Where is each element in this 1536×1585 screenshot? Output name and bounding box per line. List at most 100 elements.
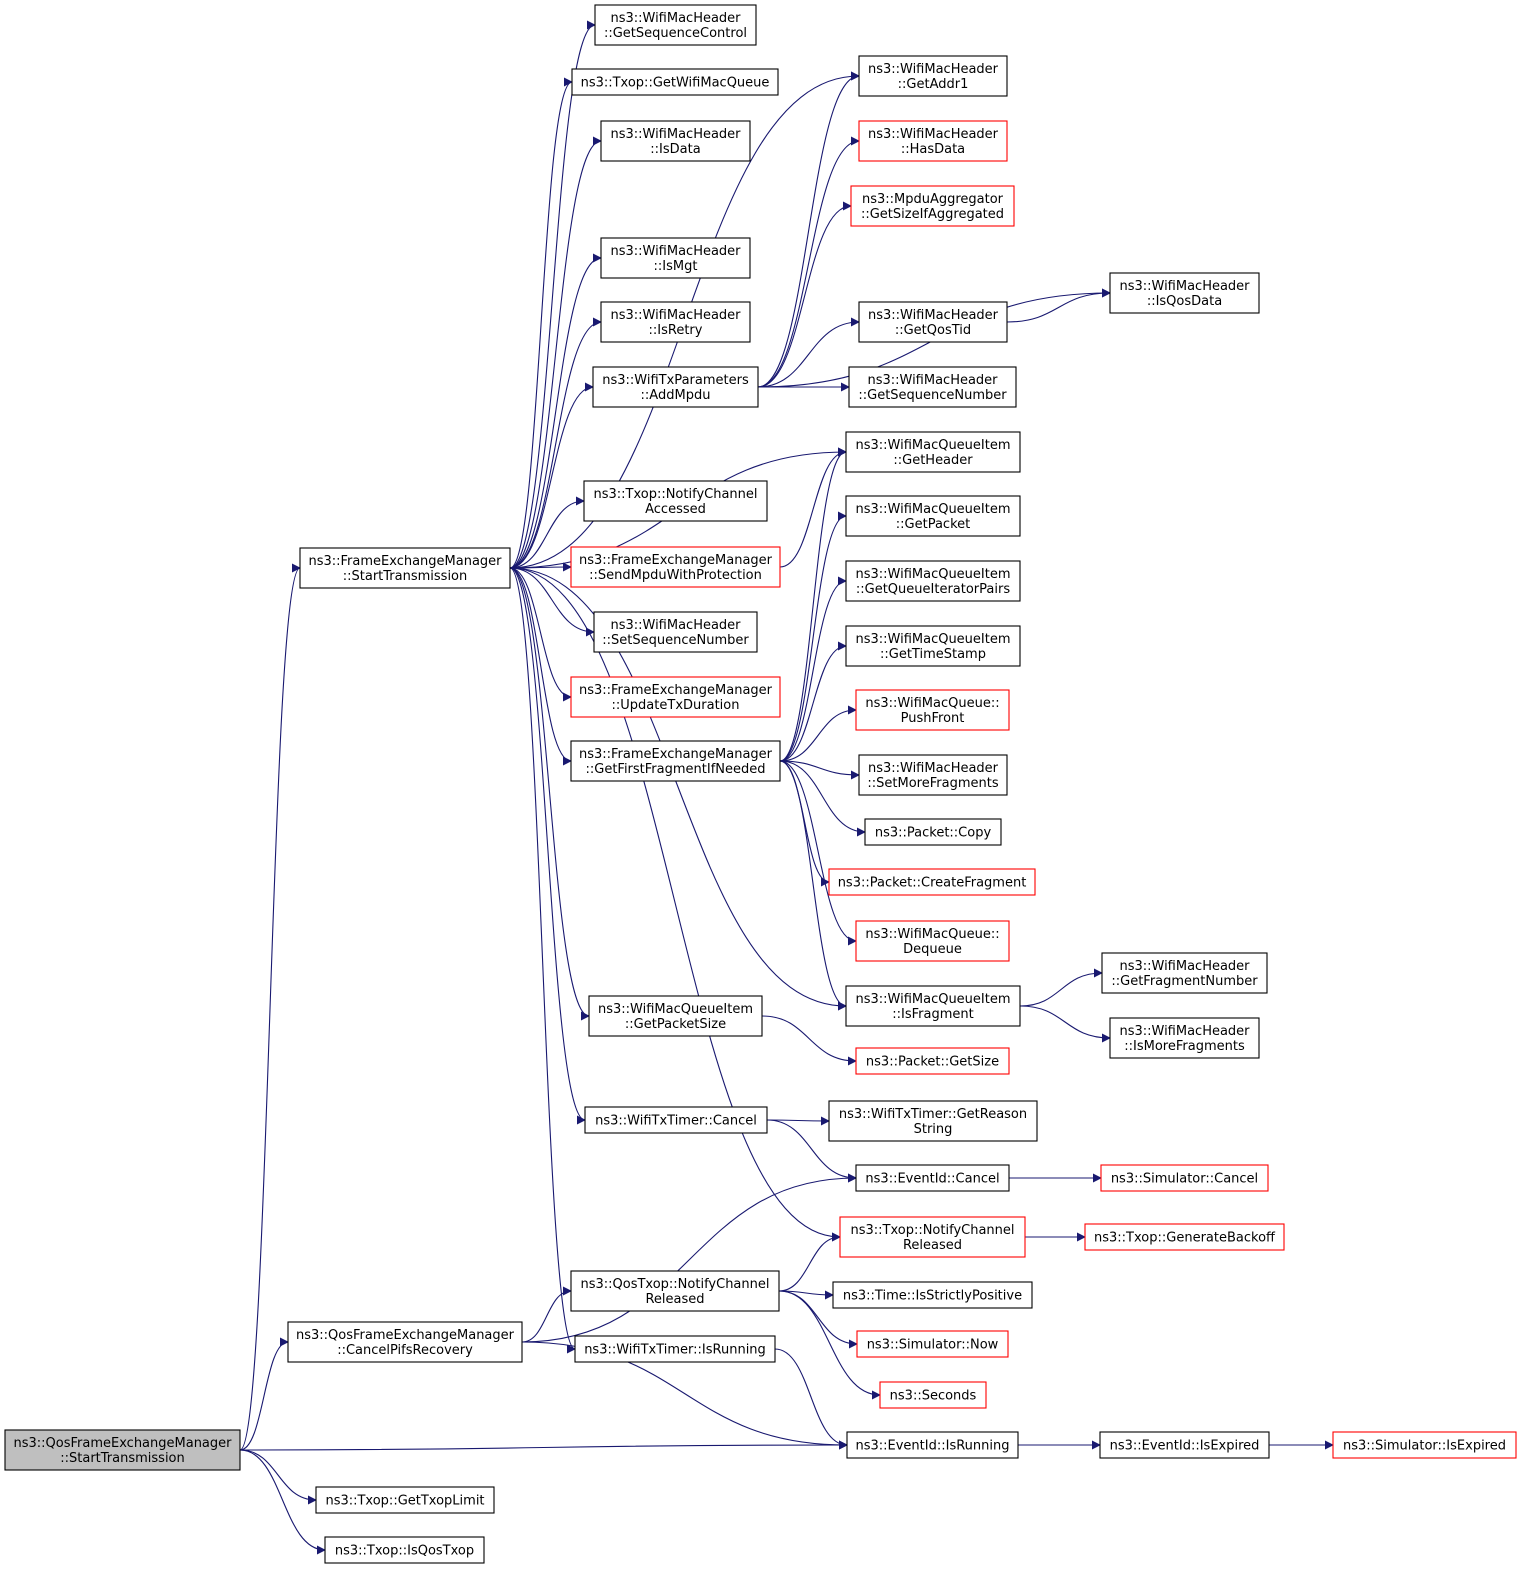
function-node-sim-is-expired[interactable]: ns3::Simulator::IsExpired bbox=[1332, 1431, 1517, 1459]
function-node-txop-get-wifi-mac-queue[interactable]: ns3::Txop::GetWifiMacQueue bbox=[571, 68, 779, 96]
node-box bbox=[324, 1536, 485, 1564]
function-node-fem-update-tx-dur[interactable]: ns3::FrameExchangeManager::UpdateTxDurat… bbox=[570, 676, 781, 718]
function-node-wmh-get-seq-ctrl[interactable]: ns3::WifiMacHeader::GetSequenceControl bbox=[594, 4, 757, 46]
node-box bbox=[570, 1270, 780, 1312]
node-label-line: ns3::WifiMacQueueItem bbox=[855, 438, 1010, 453]
function-node-time-is-strictly-pos[interactable]: ns3::Time::IsStrictlyPositive bbox=[832, 1281, 1033, 1309]
node-label-line: ::GetAddr1 bbox=[898, 77, 969, 92]
function-node-wmh-set-seq-num[interactable]: ns3::WifiMacHeader::SetSequenceNumber bbox=[593, 611, 758, 653]
function-node-wmqi-is-fragment[interactable]: ns3::WifiMacQueueItem::IsFragment bbox=[845, 985, 1021, 1027]
function-node-packet-copy[interactable]: ns3::Packet::Copy bbox=[864, 818, 1002, 846]
function-node-wmh-get-seq-num[interactable]: ns3::WifiMacHeader::GetSequenceNumber bbox=[848, 366, 1017, 408]
node-label-line: ns3::WifiTxTimer::IsRunning bbox=[584, 1343, 766, 1358]
function-node-wtt-cancel[interactable]: ns3::WifiTxTimer::Cancel bbox=[584, 1106, 768, 1134]
function-node-wmh-is-mgt[interactable]: ns3::WifiMacHeader::IsMgt bbox=[600, 237, 751, 279]
node-box bbox=[1101, 952, 1268, 994]
function-node-fem-get-first-frag[interactable]: ns3::FrameExchangeManager::GetFirstFragm… bbox=[570, 740, 781, 782]
edge-qfem-start-to-fem-start bbox=[239, 563, 301, 1451]
function-node-packet-create-frag[interactable]: ns3::Packet::CreateFragment bbox=[828, 868, 1036, 896]
call-edge bbox=[509, 567, 576, 1354]
edge-wmqi-is-fragment-to-wmh-get-frag-num bbox=[1019, 968, 1103, 1007]
function-node-mpdu-agg-size[interactable]: ns3::MpduAggregator::GetSizeIfAggregated bbox=[850, 185, 1015, 227]
call-edge bbox=[509, 496, 585, 569]
function-node-wmh-get-addr1[interactable]: ns3::WifiMacHeader::GetAddr1 bbox=[858, 55, 1008, 97]
edge-fem-start-to-wmh-set-seq-num bbox=[509, 567, 595, 637]
function-node-txop-get-txop-limit[interactable]: ns3::Txop::GetTxopLimit bbox=[315, 1486, 495, 1514]
node-box bbox=[592, 366, 759, 408]
function-node-wmqi-get-timestamp[interactable]: ns3::WifiMacQueueItem::GetTimeStamp bbox=[845, 625, 1021, 667]
node-box bbox=[1109, 1017, 1260, 1059]
function-node-fem-send-mpdu[interactable]: ns3::FrameExchangeManager::SendMpduWithP… bbox=[570, 546, 781, 588]
node-box bbox=[879, 1381, 987, 1409]
call-edge bbox=[509, 77, 573, 569]
node-label-line: ns3::WifiMacQueueItem bbox=[855, 632, 1010, 647]
function-node-packet-get-size[interactable]: ns3::Packet::GetSize bbox=[855, 1047, 1010, 1075]
call-edge bbox=[757, 317, 860, 388]
node-box bbox=[850, 185, 1015, 227]
call-edge bbox=[509, 567, 572, 766]
node-label-line: ns3::WifiMacQueueItem bbox=[855, 567, 1010, 582]
edge-fem-start-to-wmh-is-mgt bbox=[509, 253, 602, 569]
node-box bbox=[600, 237, 751, 279]
edge-fem-get-first-frag-to-wmqi-get-header bbox=[779, 447, 847, 762]
node-label-line: ::GetHeader bbox=[893, 453, 973, 468]
call-edge bbox=[509, 567, 586, 1125]
call-edges bbox=[239, 20, 1334, 1555]
function-node-wmh-get-frag-num[interactable]: ns3::WifiMacHeader::GetFragmentNumber bbox=[1101, 952, 1268, 994]
function-node-wmqi-get-queue-iter[interactable]: ns3::WifiMacQueueItem::GetQueueIteratorP… bbox=[845, 560, 1021, 602]
call-edge bbox=[509, 567, 590, 1021]
function-node-wtp-add-mpdu[interactable]: ns3::WifiTxParameters::AddMpdu bbox=[592, 366, 759, 408]
function-node-wmh-is-more-frag[interactable]: ns3::WifiMacHeader::IsMoreFragments bbox=[1109, 1017, 1260, 1059]
node-box bbox=[570, 546, 781, 588]
function-node-wtt-is-running[interactable]: ns3::WifiTxTimer::IsRunning bbox=[574, 1335, 776, 1363]
node-label-line: String bbox=[914, 1122, 953, 1137]
node-label-line: ns3::Simulator::Now bbox=[867, 1338, 999, 1353]
call-edge bbox=[766, 1119, 857, 1183]
function-node-wmq-dequeue[interactable]: ns3::WifiMacQueue::Dequeue bbox=[855, 920, 1010, 962]
function-node-sim-now[interactable]: ns3::Simulator::Now bbox=[856, 1330, 1009, 1358]
call-edge bbox=[779, 447, 847, 568]
function-node-wmqi-get-packet[interactable]: ns3::WifiMacQueueItem::GetPacket bbox=[845, 495, 1021, 537]
node-label-line: ns3::WifiMacHeader bbox=[867, 373, 998, 388]
function-node-eventid-is-expired[interactable]: ns3::EventId::IsExpired bbox=[1099, 1431, 1270, 1459]
call-edge bbox=[779, 760, 860, 780]
node-box bbox=[845, 625, 1021, 667]
edge-wtt-is-running-to-eventid-is-running bbox=[774, 1348, 848, 1450]
function-node-wmh-set-more-frag[interactable]: ns3::WifiMacHeader::SetMoreFragments bbox=[858, 754, 1008, 796]
node-label-line: ns3::Packet::Copy bbox=[875, 826, 992, 841]
node-label-line: ns3::FrameExchangeManager bbox=[579, 683, 773, 698]
node-label-line: ns3::WifiMacHeader bbox=[1119, 279, 1250, 294]
function-node-wmqi-get-header[interactable]: ns3::WifiMacQueueItem::GetHeader bbox=[845, 431, 1021, 473]
edge-wtp-add-mpdu-to-wmh-get-qos-tid bbox=[757, 317, 860, 388]
edge-qfem-cancel-pifs-to-eventid-cancel bbox=[521, 1173, 857, 1343]
function-node-seconds[interactable]: ns3::Seconds bbox=[879, 1381, 987, 1409]
node-label-line: ::GetFirstFragmentIfNeeded bbox=[585, 762, 765, 777]
edge-fem-get-first-frag-to-wmq-push-front bbox=[779, 705, 857, 762]
call-edge bbox=[778, 1232, 841, 1292]
function-node-wmh-is-data[interactable]: ns3::WifiMacHeader::IsData bbox=[600, 120, 751, 162]
function-node-sim-cancel[interactable]: ns3::Simulator::Cancel bbox=[1100, 1164, 1269, 1192]
call-edge bbox=[779, 760, 857, 946]
function-node-wmqi-get-packet-size[interactable]: ns3::WifiMacQueueItem::GetPacketSize bbox=[588, 995, 763, 1037]
function-node-txop-gen-backoff[interactable]: ns3::Txop::GenerateBackoff bbox=[1084, 1223, 1285, 1251]
function-node-eventid-cancel[interactable]: ns3::EventId::Cancel bbox=[855, 1164, 1010, 1192]
edge-fem-start-to-txop-get-wifi-mac-queue bbox=[509, 77, 573, 569]
function-node-wmh-is-qos-data[interactable]: ns3::WifiMacHeader::IsQosData bbox=[1109, 272, 1260, 314]
call-edge bbox=[779, 760, 830, 887]
function-node-qfem-cancel-pifs[interactable]: ns3::QosFrameExchangeManager::CancelPifs… bbox=[287, 1321, 523, 1363]
function-node-wmq-push-front[interactable]: ns3::WifiMacQueue::PushFront bbox=[855, 689, 1010, 731]
function-node-wmh-get-qos-tid[interactable]: ns3::WifiMacHeader::GetQosTid bbox=[858, 301, 1008, 343]
function-node-wmh-is-retry[interactable]: ns3::WifiMacHeader::IsRetry bbox=[600, 301, 751, 343]
node-box bbox=[858, 120, 1008, 162]
node-label-line: ns3::WifiTxParameters bbox=[602, 373, 749, 388]
function-node-wmh-has-data[interactable]: ns3::WifiMacHeader::HasData bbox=[858, 120, 1008, 162]
function-node-eventid-is-running[interactable]: ns3::EventId::IsRunning bbox=[846, 1431, 1019, 1459]
edge-wtt-cancel-to-eventid-cancel bbox=[766, 1119, 857, 1183]
edge-qostxop-notify-released-to-txop-notify-released bbox=[778, 1232, 841, 1292]
function-node-fem-start[interactable]: ns3::FrameExchangeManager::StartTransmis… bbox=[299, 547, 511, 589]
function-node-txop-is-qos-txop[interactable]: ns3::Txop::IsQosTxop bbox=[324, 1536, 485, 1564]
